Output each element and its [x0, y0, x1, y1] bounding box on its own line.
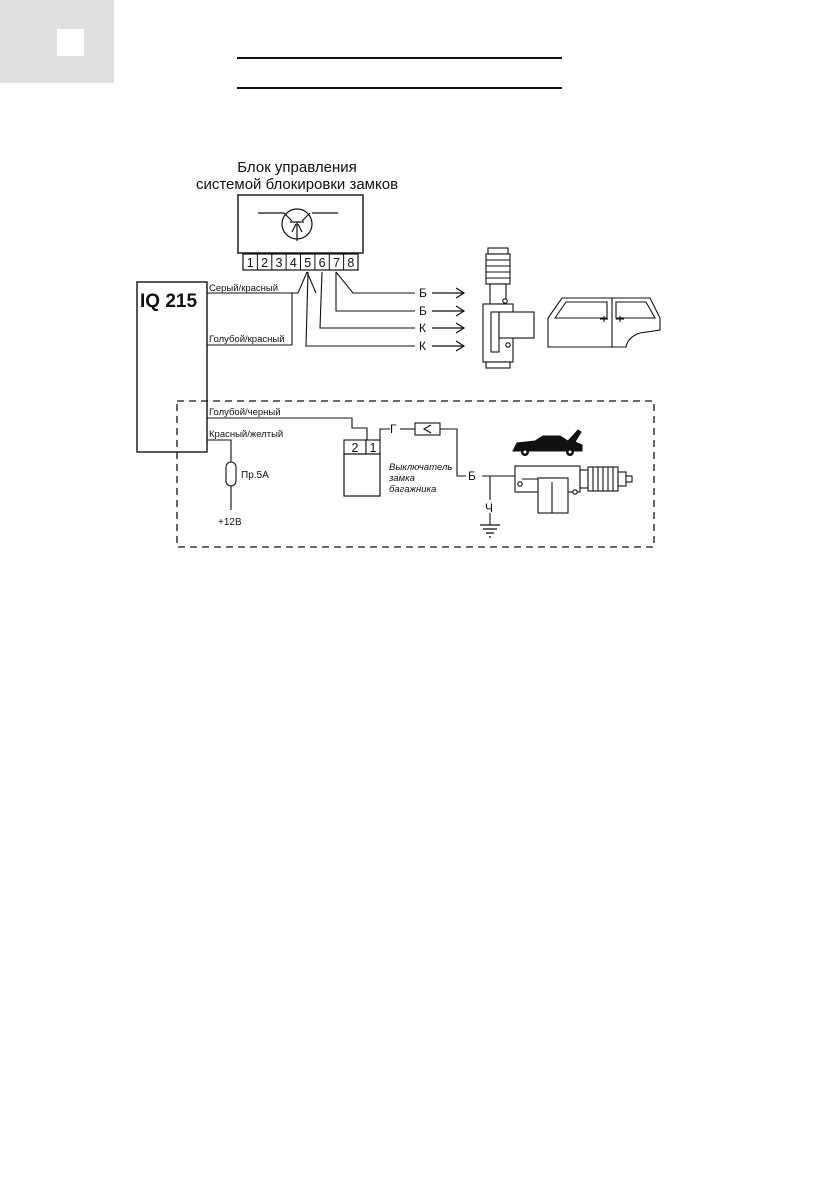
wire-label-red-yellow: Красный/желтый: [209, 429, 283, 440]
ecu-box: [136, 281, 208, 453]
wire-label-blue-black: Голубой/черный: [209, 407, 281, 418]
control-unit-title-line1: Блок управления: [237, 159, 356, 176]
output-arrows: [432, 287, 466, 352]
output-wires: [305, 271, 415, 347]
trunk-switch-label-line1: Выключатель: [389, 462, 452, 473]
trunk-switch: 2 1: [343, 439, 381, 497]
page-corner-tab: [0, 0, 114, 83]
sedan-car-icon: [512, 429, 583, 456]
output-label-b1: Б: [419, 286, 427, 300]
wire-label-blue-red: Голубой/красный: [209, 334, 285, 345]
wire-label-grey-red: Серый/красный: [209, 283, 278, 294]
output-label-b2: Б: [419, 304, 427, 318]
car-door-icon: [547, 297, 661, 348]
fuse-icon: [225, 461, 237, 487]
page-marker-square: [57, 29, 84, 56]
pin-1: 1: [247, 256, 254, 270]
pin-5: 5: [304, 256, 311, 270]
pin-3: 3: [276, 256, 283, 270]
pin-6: 6: [319, 256, 326, 270]
inline-connector-icon: [414, 422, 441, 436]
pin-2: 2: [261, 256, 268, 270]
door-actuator-icon: [482, 247, 535, 369]
output-label-k1: К: [419, 321, 426, 335]
pin-8: 8: [347, 256, 354, 270]
power-label: +12В: [218, 517, 242, 528]
trunk-actuator-icon: [514, 465, 633, 514]
control-unit-title-line2: системой блокировки замков: [196, 176, 398, 193]
ground-icon: [480, 524, 500, 538]
header-rule-top: [237, 57, 562, 59]
trunk-switch-label-line3: багажника: [389, 484, 436, 495]
pin-4: 4: [290, 256, 297, 270]
trunk-wires: [207, 417, 515, 525]
fuse-label: Пр.5А: [241, 470, 269, 481]
output-label-k2: К: [419, 339, 426, 353]
ecu-connector-wires: [207, 271, 317, 346]
header-rule-bottom: [237, 87, 562, 89]
pin-7: 7: [333, 256, 340, 270]
control-unit: 1 2 3 4 5 6 7 8: [237, 194, 364, 271]
wire-letter-ch: Ч: [485, 501, 493, 515]
wire-letter-g: Г: [390, 422, 397, 436]
switch-pin-2: 2: [352, 441, 359, 455]
switch-pin-1: 1: [370, 441, 377, 455]
trunk-switch-label-line2: замка: [388, 473, 415, 484]
wire-letter-b: Б: [468, 469, 476, 483]
ecu-label: IQ 215: [140, 291, 197, 312]
transistor-icon: [258, 208, 338, 241]
